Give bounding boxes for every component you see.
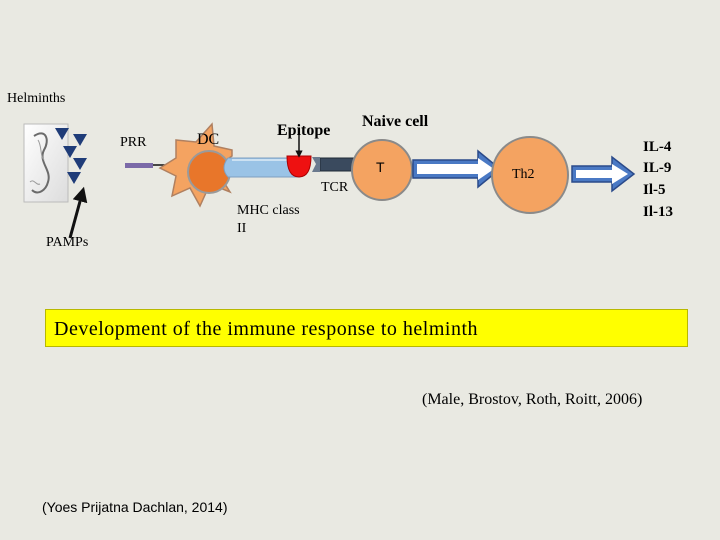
t-cell-label: T bbox=[376, 159, 385, 175]
mhc-label-line1: MHC class bbox=[237, 203, 300, 218]
dc-nucleus bbox=[187, 150, 231, 194]
tcr-tip bbox=[312, 157, 320, 172]
banner-title: Development of the immune response to he… bbox=[54, 318, 479, 340]
dc-label: DC bbox=[197, 131, 220, 148]
cytokine-release-arrow bbox=[571, 155, 636, 193]
pamp-triangle bbox=[73, 158, 87, 170]
naive-cell-label: Naive cell bbox=[362, 113, 429, 130]
cytokine-il13: Il-13 bbox=[643, 204, 673, 220]
th2-cell bbox=[491, 136, 569, 214]
pamps-label: PAMPs bbox=[46, 235, 89, 250]
epitope-label: Epitope bbox=[277, 122, 331, 139]
epitope-shape bbox=[286, 155, 312, 178]
citation-dachlan: (Yoes Prijatna Dachlan, 2014) bbox=[42, 499, 228, 515]
title-banner: Development of the immune response to he… bbox=[45, 309, 688, 347]
pamp-triangle bbox=[73, 134, 87, 146]
citation-male: (Male, Brostov, Roth, Roitt, 2006) bbox=[422, 391, 643, 408]
pamp-triangle bbox=[55, 128, 69, 140]
pamp-triangles bbox=[55, 128, 87, 184]
prr-label: PRR bbox=[120, 135, 147, 150]
naive-t-cell bbox=[351, 139, 413, 201]
pamps-arrow bbox=[68, 186, 88, 239]
prr-receptor bbox=[125, 163, 153, 168]
differentiation-arrow bbox=[412, 149, 502, 189]
dendritic-cell bbox=[158, 122, 233, 208]
th2-label: Th2 bbox=[512, 167, 535, 182]
tcr-label: TCR bbox=[321, 180, 349, 195]
cytokine-il5: Il-5 bbox=[643, 182, 666, 198]
helminths-label: Helminths bbox=[7, 91, 66, 106]
cytokine-il9: IL-9 bbox=[643, 160, 672, 176]
pamp-triangle bbox=[63, 146, 77, 158]
mhc-label-line2: II bbox=[237, 221, 247, 236]
pamp-triangle bbox=[67, 172, 81, 184]
cytokine-il4: IL-4 bbox=[643, 139, 672, 155]
